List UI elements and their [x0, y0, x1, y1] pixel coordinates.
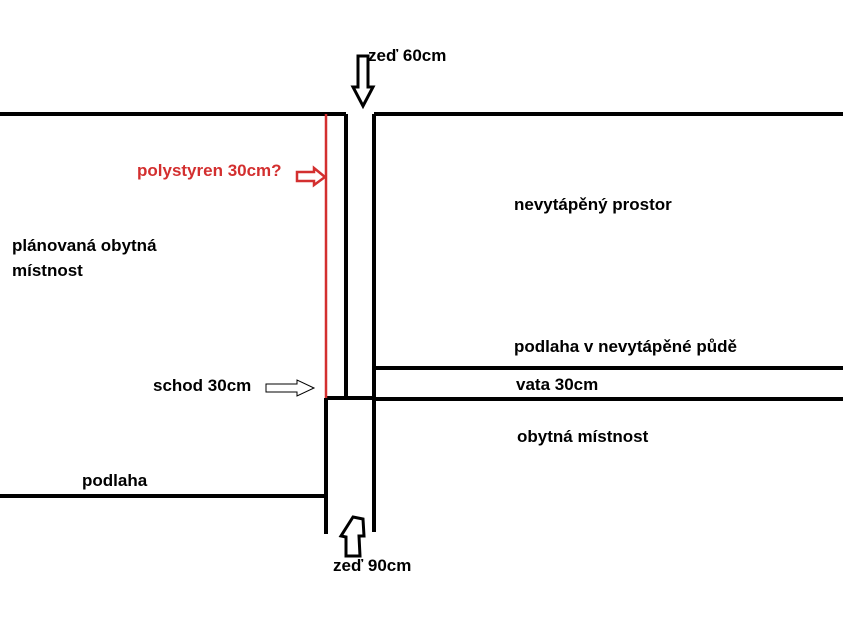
unheated-space-label: nevytápěný prostor	[514, 195, 672, 214]
arrow-right-icon	[295, 165, 328, 188]
polystyrene-label: polystyren 30cm?	[137, 161, 282, 180]
structure-lines	[0, 112, 843, 534]
arrow-down-icon	[350, 54, 376, 110]
wall-top-label: zeď 60cm	[368, 46, 446, 65]
wool-label: vata 30cm	[516, 375, 598, 394]
living-room-label: obytná místnost	[517, 427, 649, 446]
arrow-up-icon	[338, 515, 366, 558]
arrow-right-icon	[265, 379, 316, 397]
planned-room-label-line2: místnost	[12, 261, 83, 280]
floor-label: podlaha	[82, 471, 148, 490]
planned-room-label-line1: plánovaná obytná	[12, 236, 157, 255]
wall-bottom-label: zeď 90cm	[333, 556, 411, 575]
step-label: schod 30cm	[153, 376, 251, 395]
attic-floor-label: podlaha v nevytápěné půdě	[514, 337, 737, 356]
